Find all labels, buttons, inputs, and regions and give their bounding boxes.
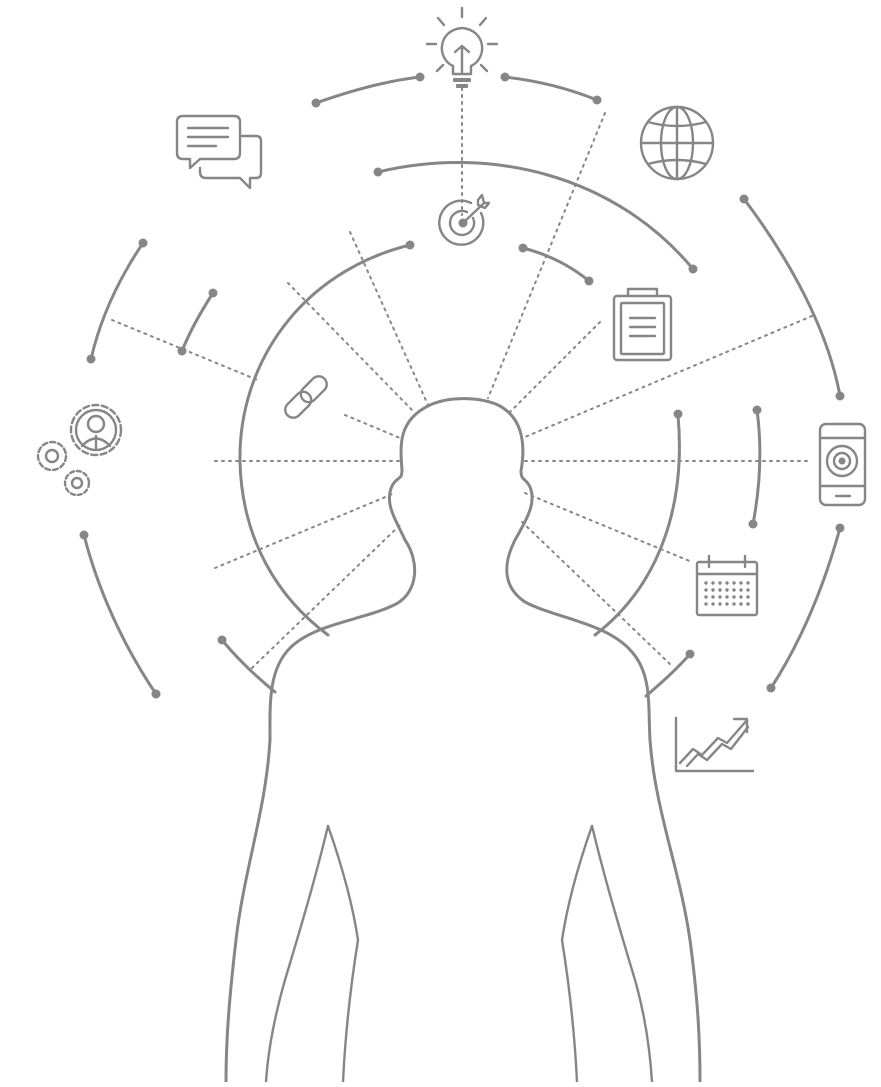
- calendar-day-dot: [718, 602, 721, 605]
- calendar-day-dot: [725, 595, 728, 598]
- calendar-dots: [704, 581, 749, 605]
- calendar-day-dot: [732, 602, 735, 605]
- target-icon: [439, 195, 489, 245]
- calendar-day-dot: [746, 581, 749, 584]
- calendar-day-dot: [746, 602, 749, 605]
- calendar-day-dot: [704, 595, 707, 598]
- calendar-icon: [697, 556, 757, 615]
- calendar-day-dot: [732, 588, 735, 591]
- gears-person-icon: [38, 405, 121, 495]
- calendar-day-dot: [732, 581, 735, 584]
- calendar-day-dot: [739, 602, 742, 605]
- clipboard-icon: [614, 289, 671, 360]
- calendar-day-dot: [711, 595, 714, 598]
- calendar-day-dot: [718, 588, 721, 591]
- dotted-rays: [112, 88, 812, 668]
- calendar-day-dot: [732, 595, 735, 598]
- calendar-day-dot: [746, 595, 749, 598]
- calendar-day-dot: [725, 602, 728, 605]
- smartphone-icon: [820, 424, 865, 505]
- speech-bubbles-icon: [177, 116, 261, 188]
- growth-chart-icon: [676, 718, 753, 771]
- calendar-day-dot: [704, 602, 707, 605]
- calendar-day-dot: [704, 581, 707, 584]
- calendar-day-dot: [718, 595, 721, 598]
- calendar-day-dot: [739, 595, 742, 598]
- calendar-day-dot: [711, 588, 714, 591]
- globe-icon: [641, 107, 713, 179]
- calendar-day-dot: [704, 588, 707, 591]
- lightbulb-icon: [427, 8, 497, 88]
- calendar-day-dot: [718, 581, 721, 584]
- inner-arc: [240, 241, 683, 636]
- calendar-day-dot: [746, 588, 749, 591]
- calendar-day-dot: [711, 581, 714, 584]
- calendar-day-dot: [739, 588, 742, 591]
- calendar-day-dot: [725, 581, 728, 584]
- calendar-day-dot: [711, 602, 714, 605]
- person-silhouette: [226, 399, 700, 1082]
- calendar-day-dot: [739, 581, 742, 584]
- chain-link-icon: [282, 373, 330, 421]
- calendar-day-dot: [725, 588, 728, 591]
